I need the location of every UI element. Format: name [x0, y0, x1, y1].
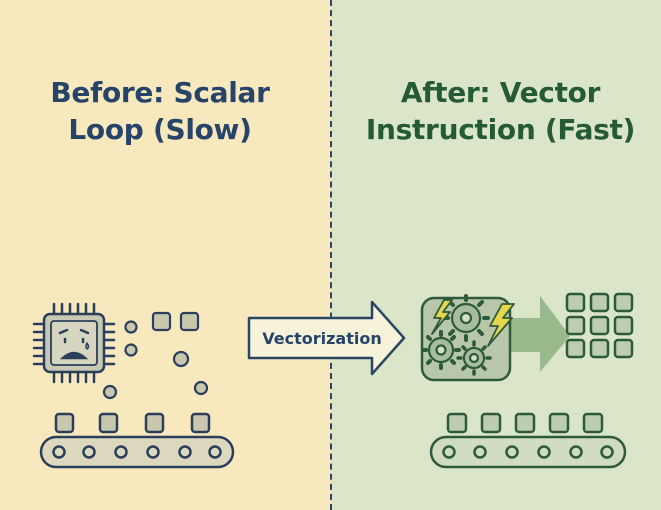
scalar-conveyor-belt-icon: [39, 412, 235, 469]
after-title-line-1: After: Vector: [400, 76, 601, 109]
after-title: After: Vector Instruction (Fast): [340, 74, 661, 148]
sad-cpu-chip-icon: [32, 302, 116, 384]
vectorization-arrow: Vectorization: [247, 300, 406, 376]
vector-processor-gears-icon: [420, 294, 512, 382]
after-title-line-2: Instruction (Fast): [365, 113, 636, 146]
fast-arrow-icon: [500, 296, 570, 372]
vector-conveyor-belt-icon: [429, 412, 627, 469]
vectorization-label: Vectorization: [262, 329, 381, 348]
vector-result-grid: [565, 292, 634, 359]
before-title-line-1: Before: Scalar: [50, 76, 270, 109]
lightning-bolt-icon: [431, 299, 515, 347]
before-title: Before: Scalar Loop (Slow): [0, 74, 320, 148]
scattered-data-elements: [102, 311, 209, 400]
before-title-line-2: Loop (Slow): [68, 113, 252, 146]
dashed-divider: [330, 0, 332, 510]
